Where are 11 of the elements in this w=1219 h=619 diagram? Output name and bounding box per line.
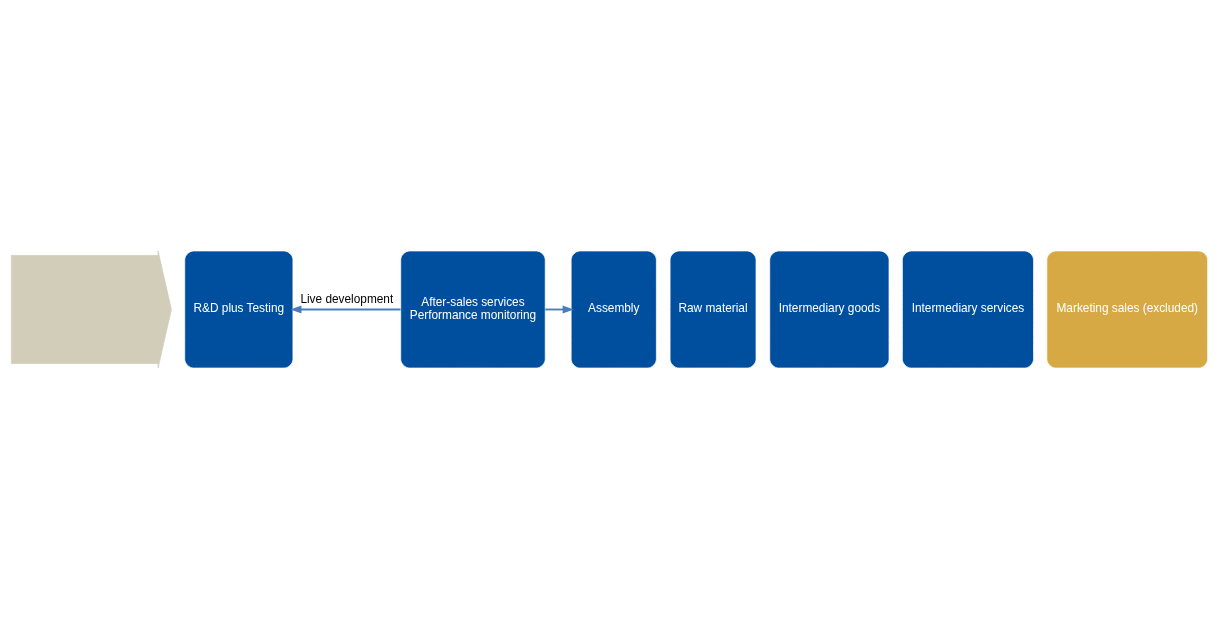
edge-label: Live development <box>300 292 394 307</box>
node-box: Raw material <box>669 250 757 369</box>
node-box: Intermediary goods <box>769 250 890 369</box>
node-box: R&D plus Testing <box>184 250 294 369</box>
arrow <box>544 305 574 314</box>
arrow <box>290 305 402 314</box>
node-box: After-sales services Performance monitoring <box>400 250 546 369</box>
node-box: Assembly <box>570 250 657 369</box>
node-arrow <box>11 250 172 369</box>
node-box: Intermediary services <box>902 250 1034 369</box>
node-box: Marketing sales (excluded) <box>1046 250 1208 369</box>
